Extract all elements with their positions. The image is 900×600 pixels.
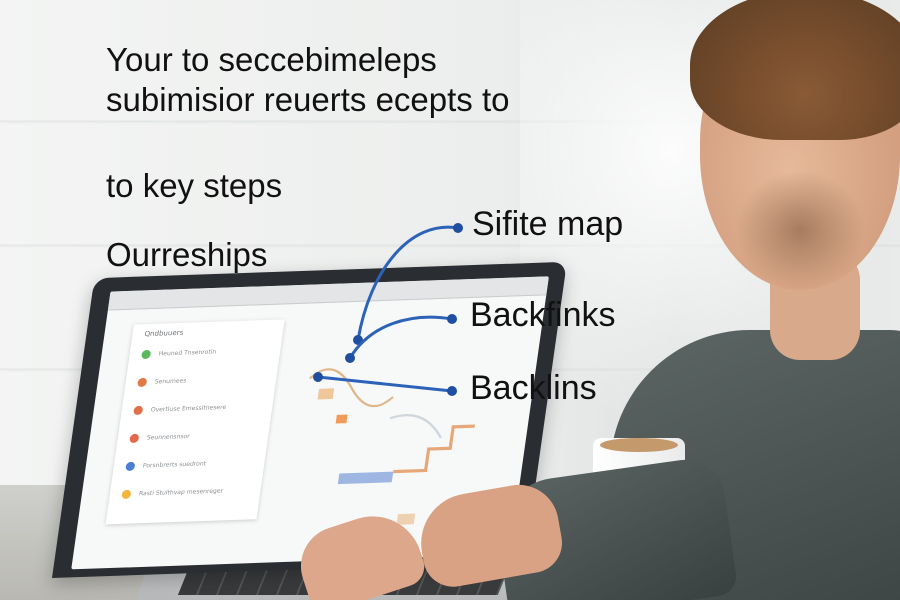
connector-dot: [447, 386, 457, 396]
subtitle-line-1: to key steps: [106, 167, 283, 204]
callout-backfinks: Backfinks: [470, 296, 616, 334]
coffee: [600, 438, 678, 452]
subtitle-line-2: Ourreships: [106, 236, 268, 273]
headline-line-1: Your to seccebimeleps: [106, 41, 437, 78]
callout-backlins: Backlins: [470, 369, 597, 407]
connector-sitemap: [356, 225, 459, 341]
connector-dot: [345, 353, 355, 363]
connector-dot: [447, 314, 457, 324]
connector-dot: [453, 223, 463, 233]
connector-backfinks: [348, 315, 453, 359]
connector-backlins: [317, 375, 453, 393]
headline: Your to seccebimeleps subimisior reuerts…: [106, 40, 510, 119]
headline-line-2: subimisior reuerts ecepts to: [106, 80, 510, 118]
person-beard: [735, 170, 865, 290]
connector-dot: [313, 372, 323, 382]
person-hair: [690, 0, 900, 140]
callout-sitemap: Sifite map: [472, 205, 624, 243]
